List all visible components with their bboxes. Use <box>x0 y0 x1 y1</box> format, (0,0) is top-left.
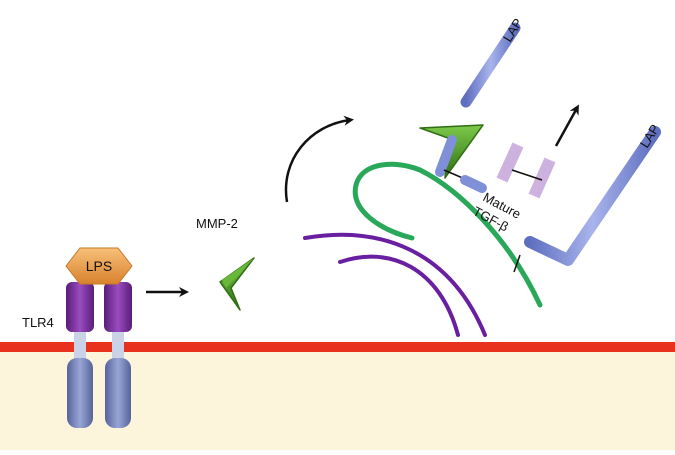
tgfb-bar-left <box>496 142 524 183</box>
lap-top-foot <box>460 175 487 193</box>
ecm-fiber-green <box>352 161 543 308</box>
lps-hexagon <box>65 247 133 285</box>
label-tlr4: TLR4 <box>22 315 54 330</box>
lap-top-stub <box>435 135 457 177</box>
cell-membrane <box>0 342 675 352</box>
tlr4-right-link <box>112 332 124 364</box>
tlr4-left-lower <box>67 358 93 428</box>
tgfb-bridge <box>511 169 543 181</box>
tlr4-right-upper <box>104 282 132 332</box>
tlr4-left-link <box>74 332 86 364</box>
tgfb-bar-right <box>528 157 556 199</box>
tlr4-right-lower <box>105 358 131 428</box>
lap-top-shaft <box>460 22 521 108</box>
mmp2-enzyme-arm <box>222 258 254 288</box>
mature-tgfb <box>496 142 556 199</box>
tlr4-left-upper <box>66 282 94 332</box>
lap-right <box>524 126 661 266</box>
cytoplasm <box>0 350 675 450</box>
lap-right-tether <box>513 254 521 273</box>
ecm-fiber-purple-1 <box>303 232 487 337</box>
arrow-curved <box>284 115 354 203</box>
tlr4-receptor <box>66 282 132 428</box>
label-mmp2: MMP-2 <box>196 216 238 231</box>
label-lps: LPS <box>86 258 112 274</box>
arrow-release <box>554 104 579 147</box>
ecm-fiber-purple-2 <box>338 254 460 337</box>
